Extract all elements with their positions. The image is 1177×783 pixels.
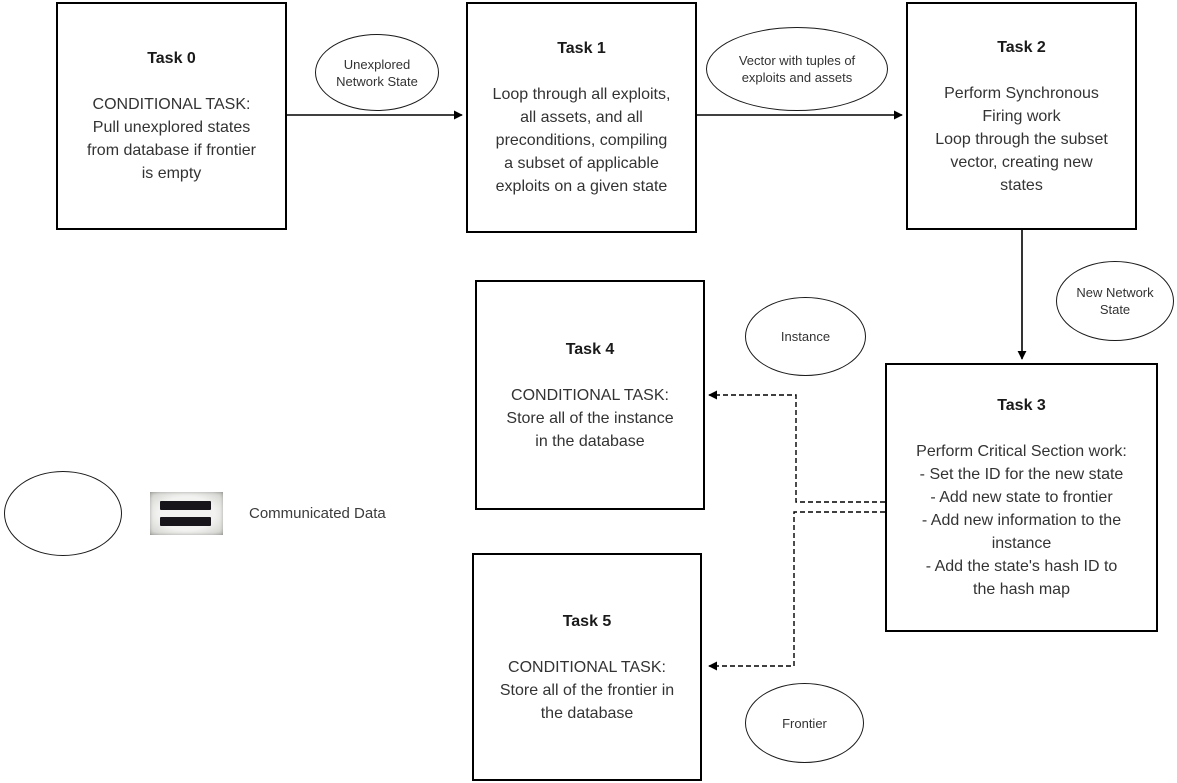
task-2-box: Task 2 Perform Synchronous Firing work L… (906, 2, 1137, 230)
task-2-body: Perform Synchronous Firing work Loop thr… (935, 84, 1108, 194)
task-4-body: CONDITIONAL TASK: Store all of the insta… (506, 386, 674, 450)
new-network-state-label: New Network State (1076, 285, 1154, 317)
dashed-arrow-task3-to-task4 (708, 390, 885, 503)
frontier-label: Frontier (782, 715, 827, 731)
dashed-arrow-task3-to-task5 (708, 511, 885, 671)
task-5-box: Task 5 CONDITIONAL TASK: Store all of th… (472, 553, 702, 781)
legend-ellipse-symbol (4, 471, 122, 556)
frontier-ellipse: Frontier (745, 683, 864, 763)
task-2-title: Task 2 (997, 38, 1046, 56)
task-5-title: Task 5 (562, 612, 612, 630)
task-1-box: Task 1 Loop through all exploits, all as… (466, 2, 697, 233)
task-1-title: Task 1 (557, 40, 606, 57)
task-1-body: Loop through all exploits, all assets, a… (492, 86, 671, 195)
task-5-body: CONDITIONAL TASK: Store all of the front… (499, 658, 675, 722)
task-3-box: Task 3 Perform Critical Section work: - … (885, 363, 1158, 632)
legend-label: Communicated Data (249, 505, 386, 522)
task-0-body: CONDITIONAL TASK: Pull unexplored states… (87, 96, 256, 182)
equals-bar-bottom (160, 517, 211, 526)
equals-icon (150, 492, 223, 535)
instance-ellipse: Instance (745, 297, 866, 376)
unexplored-network-state-label: Unexplored Network State (336, 56, 418, 89)
task-4-box: Task 4 CONDITIONAL TASK: Store all of th… (475, 280, 705, 510)
task-3-body: Perform Critical Section work: - Set the… (916, 443, 1127, 598)
task-4-title: Task 4 (565, 340, 615, 358)
equals-bar-top (160, 501, 211, 510)
new-network-state-ellipse: New Network State (1056, 261, 1174, 341)
task-3-title: Task 3 (997, 397, 1046, 414)
vector-tuples-ellipse: Vector with tuples of exploits and asset… (706, 27, 888, 111)
task-0-box: Task 0 CONDITIONAL TASK: Pull unexplored… (56, 2, 287, 230)
instance-label: Instance (780, 329, 831, 344)
task-0-title: Task 0 (147, 50, 196, 67)
vector-tuples-label: Vector with tuples of exploits and asset… (738, 53, 856, 85)
unexplored-network-state-ellipse: Unexplored Network State (315, 34, 439, 111)
